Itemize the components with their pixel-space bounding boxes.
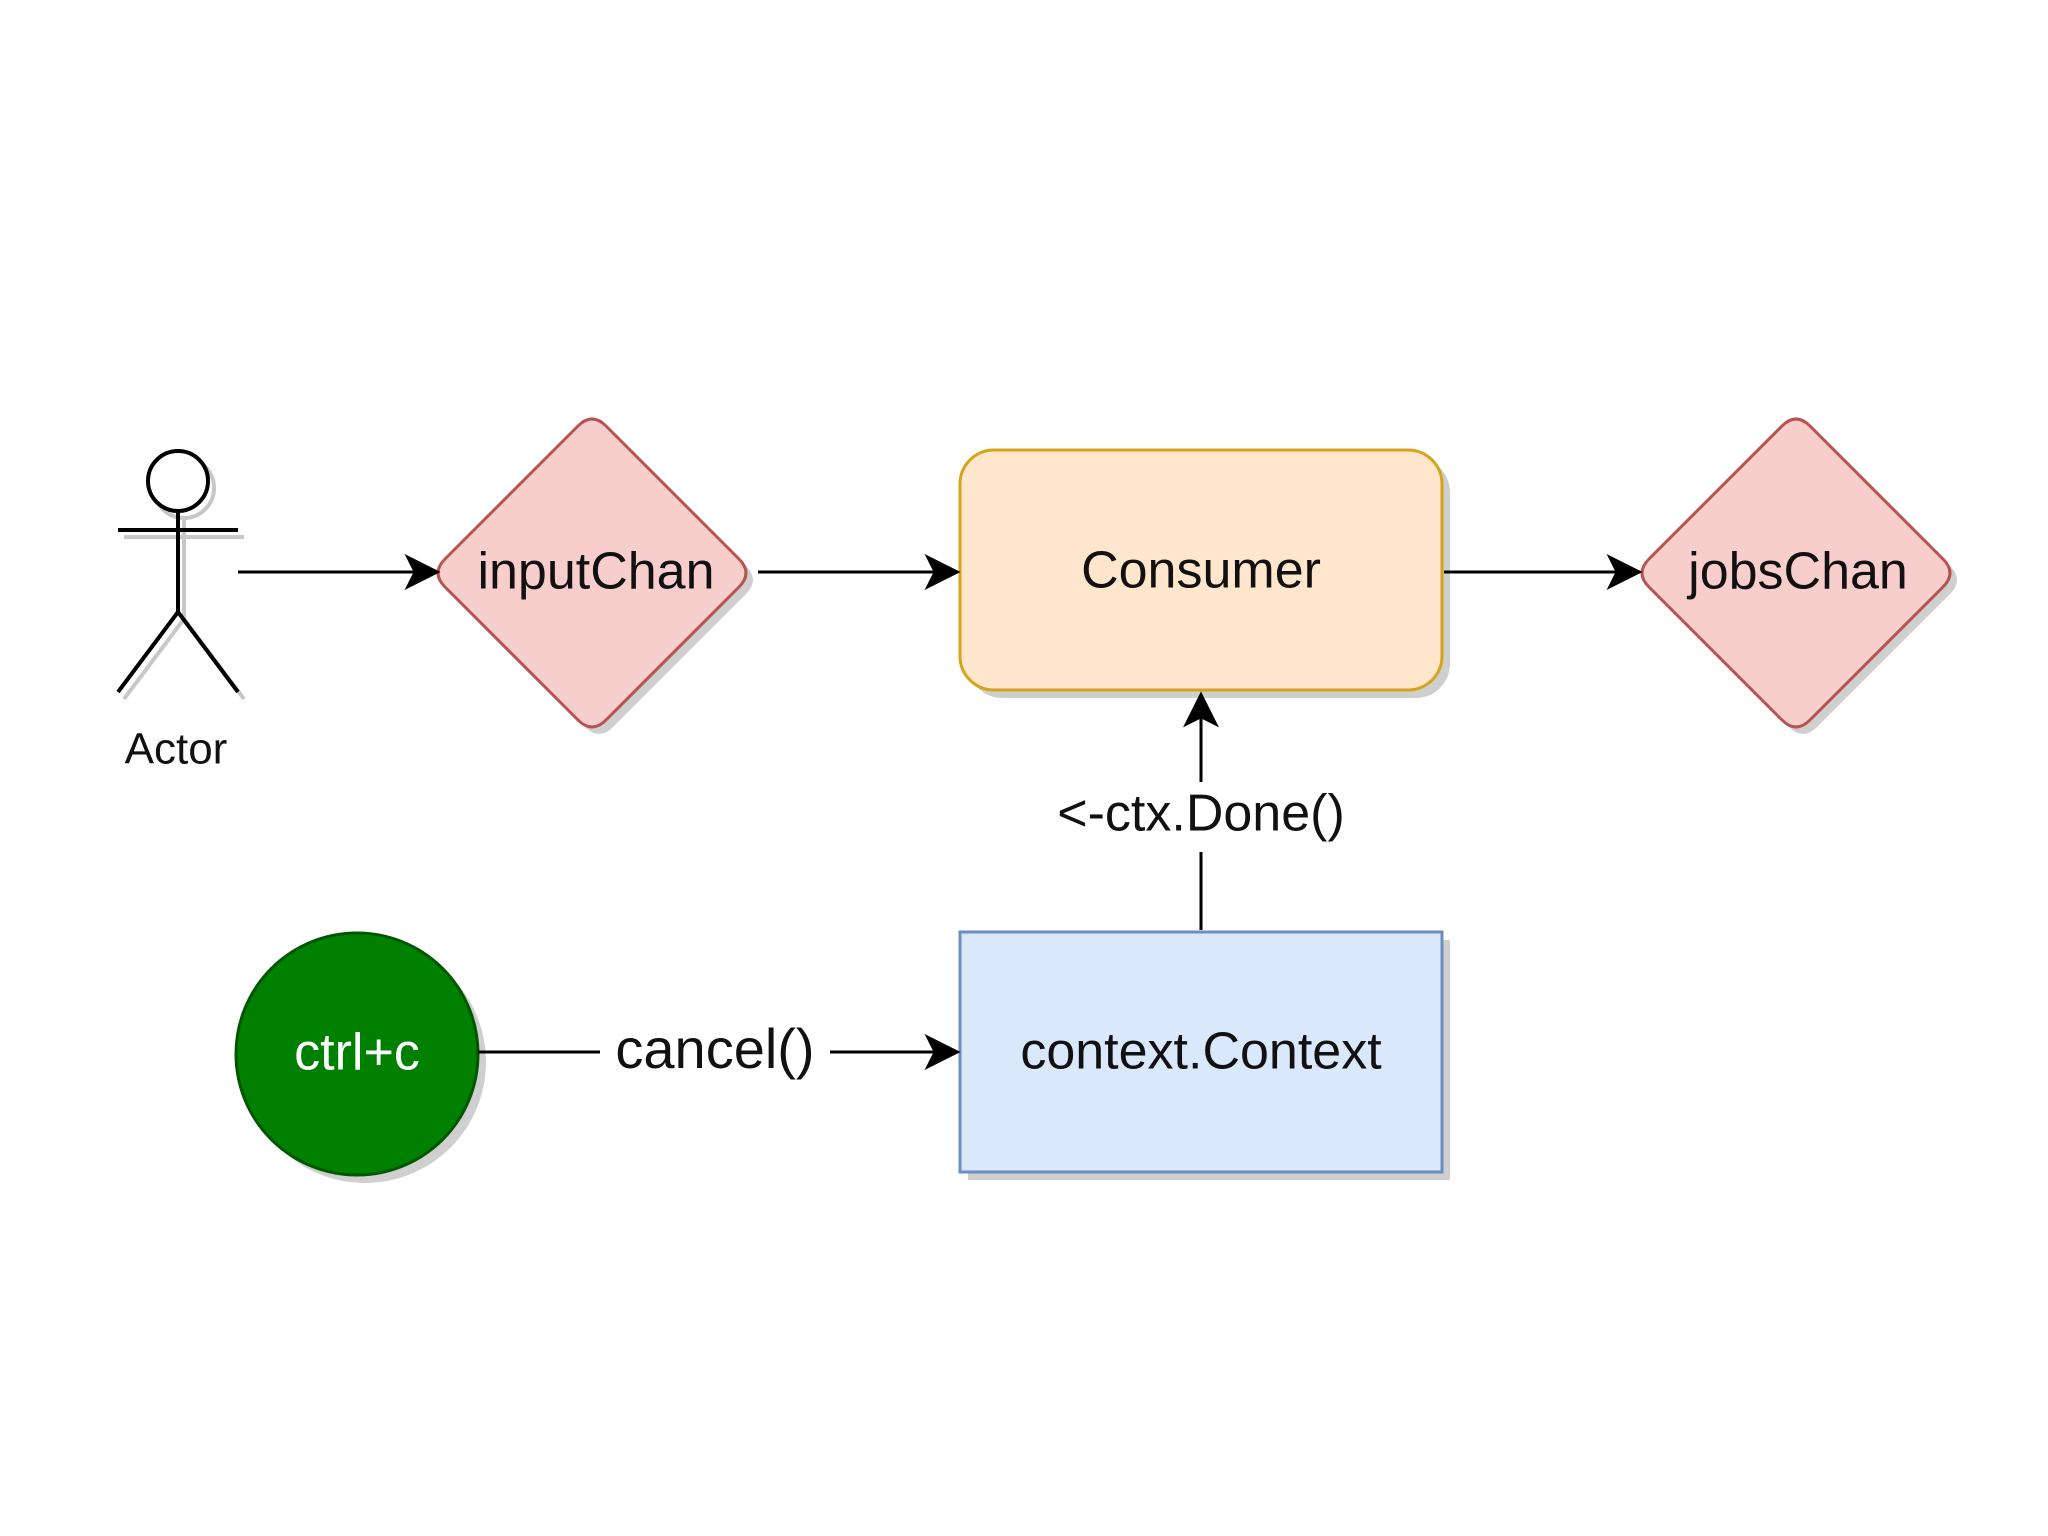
- context-label: context.Context: [1020, 1023, 1382, 1081]
- ctrl-c-node[interactable]: ctrl+c: [234, 931, 486, 1183]
- context-node[interactable]: context.Context: [958, 930, 1450, 1180]
- consumer-node[interactable]: Consumer: [958, 448, 1450, 698]
- consumer-label: Consumer: [1081, 542, 1321, 600]
- actor-node[interactable]: Actor: [116, 449, 246, 774]
- input-chan-node[interactable]: inputChan: [436, 417, 753, 734]
- input-chan-label: inputChan: [477, 543, 714, 601]
- actor-label: Actor: [125, 725, 228, 774]
- edge-label-ctx-done: <-ctx.Done(): [1057, 785, 1345, 843]
- edge-label-cancel: cancel(): [615, 1017, 814, 1080]
- edges: [238, 554, 1643, 1070]
- jobs-chan-node[interactable]: jobsChan: [1640, 417, 1957, 734]
- stick-figure-icon: [116, 449, 246, 701]
- jobs-chan-label: jobsChan: [1686, 543, 1908, 601]
- ctrl-c-label: ctrl+c: [294, 1024, 420, 1082]
- ctrl-c-shape: [234, 931, 480, 1177]
- jobs-chan-shape: [1640, 417, 1952, 729]
